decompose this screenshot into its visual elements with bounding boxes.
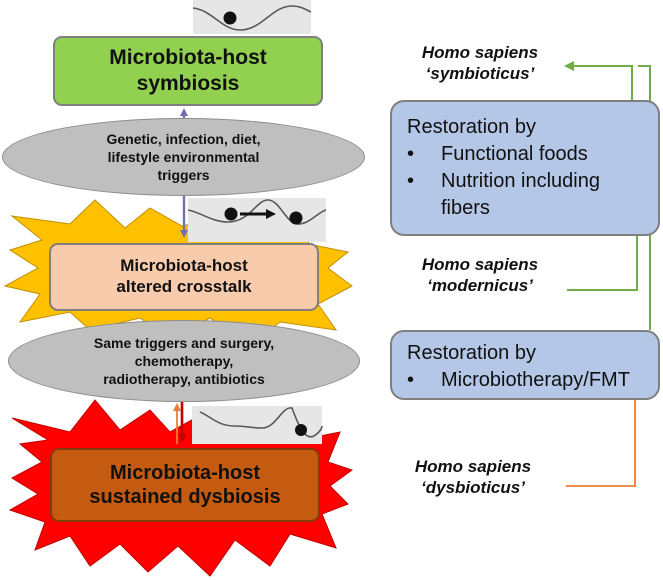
restoration-nutrition-title: Restoration by [407,116,536,138]
dysbioticus-connector [566,400,636,487]
altered-crosstalk-box: Microbiota-host altered crosstalk [49,243,319,311]
restoration-nutrition-box: Restoration by Functional foods Nutritio… [390,100,660,236]
dysbiosis-box: Microbiota-host sustained dysbiosis [50,448,320,522]
additional-triggers-label: Same triggers and surgery, chemotherapy,… [93,334,275,388]
restoration-nutrition-list: Functional foods Nutrition including fib… [407,141,644,222]
symbioticus-arrow-from-restoration [564,61,633,100]
restoration-item-nutrition-fibers: Nutrition including fibers [407,168,644,222]
modernicus-connector [567,236,638,291]
dysbiosis-state-sketch [192,406,323,444]
altered-crosstalk-label: Microbiota-host altered crosstalk [116,256,252,296]
symbiosis-box: Microbiota-host symbiosis [53,36,323,106]
triggers-label: Genetic, infection, diet, lifestyle envi… [106,130,261,184]
symbioticus-arrow-from-microbiotherapy [638,65,651,330]
species-modernicus: Homo sapiens ‘modernicus’ [421,255,539,295]
shifting-state-sketch [187,198,327,242]
restoration-item-functional-foods: Functional foods [407,141,644,168]
symbiosis-label: Microbiota-host symbiosis [109,46,267,95]
species-symbioticus: Homo sapiens ‘symbioticus’ [421,43,539,83]
restoration-microbiotherapy-title: Restoration by [407,342,536,364]
restoration-microbiotherapy-box: Restoration by Microbiotherapy/FMT [390,330,660,400]
stable-state-sketch [192,0,312,34]
species-dysbioticus: Homo sapiens ‘dysbioticus’ [414,457,532,497]
dysbiosis-label: Microbiota-host sustained dysbiosis [89,461,281,508]
triggers-ellipse: Genetic, infection, diet, lifestyle envi… [2,118,365,196]
additional-triggers-ellipse: Same triggers and surgery, chemotherapy,… [8,320,360,402]
restoration-microbiotherapy-list: Microbiotherapy/FMT [407,367,644,394]
restoration-item-fmt: Microbiotherapy/FMT [407,367,644,394]
